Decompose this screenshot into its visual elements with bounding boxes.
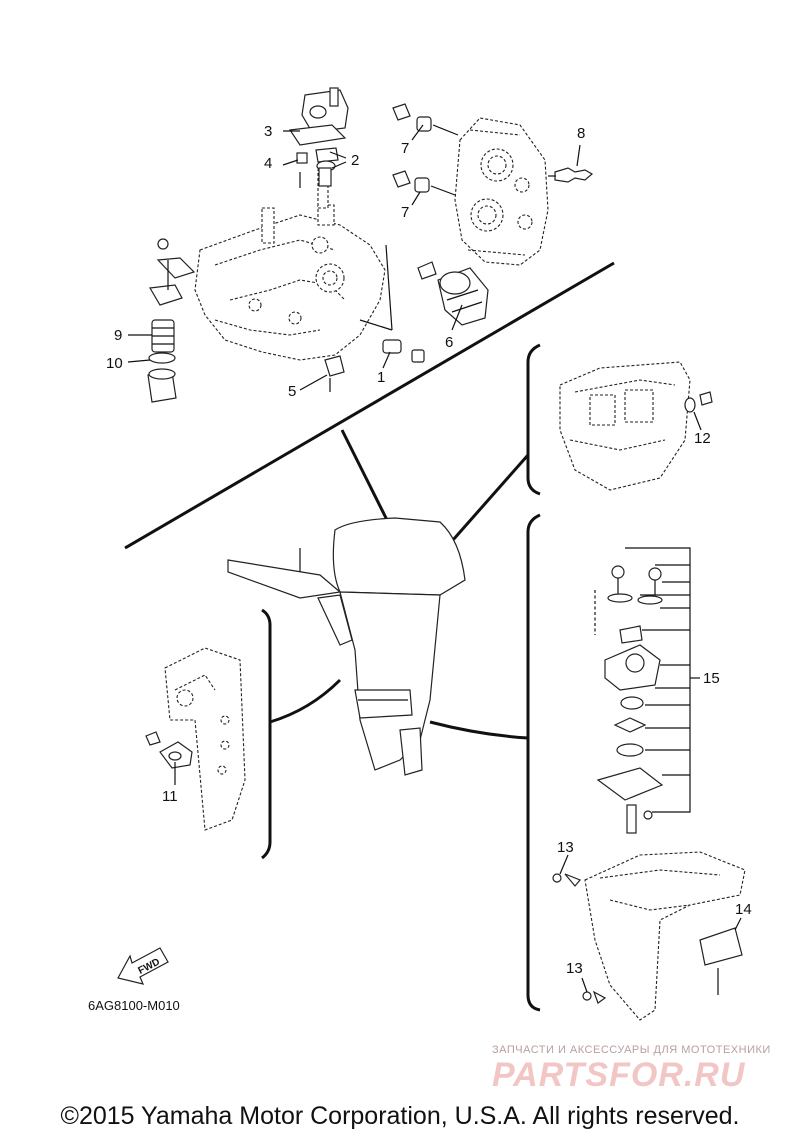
label-part-15: 15 [703,670,720,687]
label-part-5: 5 [288,383,296,400]
label-part-7-lower: 7 [401,204,409,221]
label-part-10: 10 [106,355,123,372]
oil-filter [417,261,489,326]
watermark-logo: PARTSFOR.RU [492,1056,746,1094]
powerhead-block [194,169,386,361]
small-components-1-5 [324,244,425,392]
label-part-12: 12 [694,430,711,447]
label-part-14: 14 [735,901,752,918]
copyright-notice: ©2015 Yamaha Motor Corporation, U.S.A. A… [60,1102,740,1130]
fwd-arrow-icon: FWD [117,947,169,985]
label-part-3: 3 [264,123,272,140]
label-part-1: 1 [377,369,385,386]
label-part-13-lower: 13 [566,960,583,977]
water-pump-assembly [594,547,700,834]
watermark-tagline: ЗАПЧАСТИ И АКСЕССУАРЫ ДЛЯ МОТОТЕХНИКИ [492,1044,771,1056]
leader-lines [127,124,742,993]
label-part-2: 2 [351,152,359,169]
part-7-components [392,103,459,196]
label-part-9: 9 [114,327,122,344]
label-part-6: 6 [445,334,453,351]
part-15-leader-bracket [625,547,700,813]
cylinder-head [454,117,549,266]
clamp-bracket [145,647,246,831]
label-part-8: 8 [577,125,585,142]
left-side-components [147,238,196,403]
spark-plug [548,167,594,183]
divider-lines [124,261,615,1012]
thermostat-cover [288,87,349,188]
outboard-motor-outline [227,517,466,776]
upper-casing [559,361,713,491]
label-part-4: 4 [264,155,272,172]
label-part-13-upper: 13 [557,839,574,856]
label-part-7-upper: 7 [401,140,409,157]
diagram-code: 6AG8100-M010 [88,998,180,1013]
label-part-11: 11 [162,788,178,805]
lower-unit [552,851,746,1021]
